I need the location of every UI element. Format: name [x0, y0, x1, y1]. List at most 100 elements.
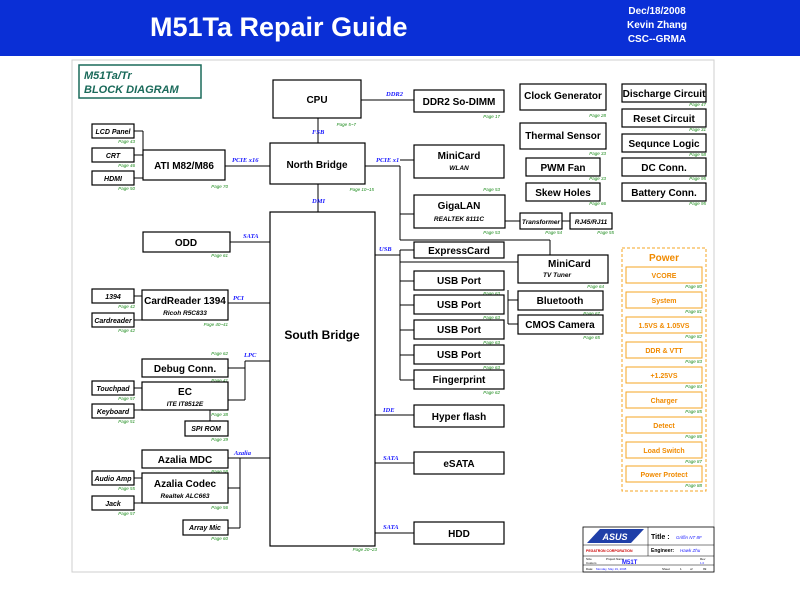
header-bar: M51Ta Repair Guide Dec/18/2008 Kevin Zha… — [0, 0, 800, 56]
usb-port-2-block: USB Port Page 63 — [413, 294, 505, 320]
svg-text:Page 83: Page 83 — [685, 359, 702, 364]
cpu-block: CPU Page 5~7 — [272, 79, 362, 127]
svg-text:Realtek ALC663: Realtek ALC663 — [161, 493, 210, 500]
transformer-block: Transformer Page 54 — [519, 212, 563, 235]
ec-block: EC ITE IT8512E Page 38 — [141, 381, 229, 417]
hyper-flash-block: Hyper flash — [413, 404, 505, 428]
svg-text:Clock Generator: Clock Generator — [524, 91, 602, 102]
bluetooth-block: Bluetooth Page 67 — [517, 290, 604, 316]
project-value: M51T — [622, 560, 638, 566]
touchpad-block: Touchpad Page 57 — [91, 380, 135, 401]
cmos-camera-block: CMOS Camera Page 65 — [517, 314, 604, 340]
south-bridge-block: South Bridge Page 20~23 — [269, 211, 378, 552]
svg-text:Page 66: Page 66 — [589, 201, 606, 206]
minicard-wlan-block: MiniCard WLAN Page 53 — [413, 144, 505, 192]
svg-text:DC Conn.: DC Conn. — [641, 163, 687, 174]
ddr2-block: DDR2 So-DIMM Page 17 — [413, 89, 505, 119]
svg-text:South Bridge: South Bridge — [284, 328, 360, 342]
svg-text:Audio Amp: Audio Amp — [93, 476, 132, 483]
asus-logo-text: ASUS — [601, 532, 627, 542]
svg-text:eSATA: eSATA — [443, 459, 474, 470]
svg-text:Page 46: Page 46 — [118, 163, 135, 168]
pwm-fan-block: PWM Fan Page 33 — [525, 157, 606, 181]
svg-text:Discharge Circuit: Discharge Circuit — [623, 89, 706, 100]
svg-text:Page 87: Page 87 — [685, 459, 702, 464]
svg-text:HDD: HDD — [448, 529, 470, 540]
sheet-value: 1 — [680, 567, 682, 571]
svg-text:1394: 1394 — [105, 294, 121, 301]
cardreader-block: CardReader 1394 Ricoh R5C833 Page 40~41 — [141, 289, 229, 327]
svg-text:ATI M82/M86: ATI M82/M86 — [154, 161, 214, 172]
svg-text:Fingerprint: Fingerprint — [433, 375, 486, 386]
svg-text:Charger: Charger — [651, 398, 678, 405]
svg-text:MiniCard: MiniCard — [548, 259, 591, 270]
svg-text:Page 56: Page 56 — [211, 505, 228, 510]
odd-block: ODD Page 61 — [142, 231, 231, 258]
svg-text:Page 63: Page 63 — [483, 291, 500, 296]
esata-block: eSATA — [413, 451, 505, 475]
svg-text:Page 85: Page 85 — [685, 409, 702, 414]
svg-text:RJ45/RJ11: RJ45/RJ11 — [575, 219, 608, 226]
bus-fsb: FSB — [312, 129, 325, 136]
svg-text:Detect: Detect — [653, 423, 675, 430]
svg-text:Page 86: Page 86 — [685, 434, 702, 439]
svg-text:Sequnce Logic: Sequnce Logic — [628, 139, 700, 150]
sheet-border — [71, 59, 715, 573]
svg-text:Page 63: Page 63 — [483, 340, 500, 345]
svg-text:Bluetooth: Bluetooth — [537, 296, 584, 307]
bus-dmi: DMI — [311, 198, 325, 205]
header-meta: Dec/18/2008 Kevin Zhang CSC--GRMA — [612, 5, 702, 47]
size-value: Custom — [586, 561, 597, 565]
clock-generator-block: Clock Generator Page 28 — [519, 83, 607, 118]
asus-logo: ASUS — [587, 529, 644, 543]
hdmi-block: HDMI Page 50 — [91, 170, 135, 191]
size-label: Size — [586, 557, 592, 561]
svg-text:Debug Conn.: Debug Conn. — [154, 364, 216, 375]
lcd-panel-block: LCD Panel Page 43 — [91, 123, 135, 144]
svg-text:Page 95: Page 95 — [689, 176, 706, 181]
svg-text:USB Port: USB Port — [437, 300, 482, 311]
svg-text:Page 41: Page 41 — [211, 378, 228, 383]
svg-text:Page 63: Page 63 — [483, 315, 500, 320]
svg-text:Page 64: Page 64 — [587, 284, 604, 289]
svg-text:PWM Fan: PWM Fan — [541, 163, 586, 174]
svg-text:CMOS Camera: CMOS Camera — [525, 320, 595, 331]
rev-value: 1.0 — [700, 561, 705, 565]
bus-sata-hdd: SATA — [383, 524, 399, 531]
gigalan-block: GigaLAN REALTEK 8111C Page 53 — [413, 194, 506, 235]
jack-block: Jack Page 57 — [91, 495, 135, 516]
svg-text:Azalia Codec: Azalia Codec — [154, 479, 217, 490]
audio-amp-block: Audio Amp Page 55 — [91, 470, 135, 491]
reset-circuit-block: Reset Circuit Page 31 — [621, 108, 707, 132]
azalia-mdc-block: Azalia MDC Page 58 — [141, 449, 229, 474]
svg-text:Touchpad: Touchpad — [96, 386, 130, 393]
engineer-label: Engineer: — [651, 548, 674, 554]
cardreader-slot-block: Cardreader Page 42 — [91, 312, 135, 333]
svg-text:DDR & VTT: DDR & VTT — [645, 348, 683, 355]
engineer-value: Hawk Zhu — [680, 548, 701, 553]
svg-text:ExpressCard: ExpressCard — [428, 246, 490, 257]
svg-text:Page 20~23: Page 20~23 — [353, 547, 378, 552]
usb-port-1-block: USB Port Page 63 — [413, 270, 505, 296]
svg-text:GigaLAN: GigaLAN — [438, 201, 481, 212]
svg-text:VCORE: VCORE — [652, 273, 677, 280]
svg-text:Cardreader: Cardreader — [94, 318, 133, 325]
bus-ide: IDE — [382, 407, 395, 414]
bus-usb: USB — [379, 246, 392, 253]
svg-text:Page 53: Page 53 — [483, 187, 500, 192]
rj45-block: RJ45/RJ11 Page 55 — [569, 212, 614, 235]
svg-text:EC: EC — [178, 387, 192, 398]
svg-text:Page 33: Page 33 — [589, 151, 606, 156]
svg-text:Page 62: Page 62 — [211, 351, 228, 356]
svg-text:Page 53: Page 53 — [483, 230, 500, 235]
svg-text:Skew Holes: Skew Holes — [535, 188, 591, 199]
page-title: M51Ta Repair Guide — [150, 12, 408, 42]
svg-text:Page 47: Page 47 — [689, 102, 706, 107]
